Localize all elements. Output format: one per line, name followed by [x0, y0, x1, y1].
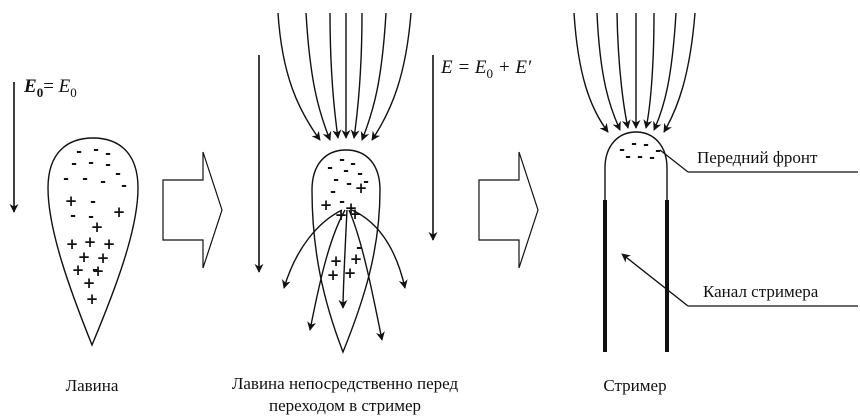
head-charge-plus: +: [327, 266, 340, 284]
head-charge-plus: +: [355, 179, 368, 197]
front-charge-minus: -: [637, 149, 643, 165]
head-charge-plus: +: [344, 264, 357, 282]
channel-pointer-arrow: [622, 254, 688, 306]
avalanche-charge-minus: -: [63, 171, 69, 187]
head-charge-plus: +: [335, 206, 348, 224]
caption-avalanche-before-2: переходом в стример: [180, 396, 510, 416]
front-charge-minus: -: [625, 149, 631, 165]
avalanche-charge-minus: -: [121, 178, 127, 194]
front-charge-minus: -: [655, 143, 661, 159]
head-charge-minus: -: [346, 176, 352, 192]
front-charges: -------: [619, 136, 661, 166]
avalanche-charge-minus: -: [71, 156, 77, 172]
front-label: Передний фронт: [697, 148, 817, 168]
caption-avalanche: Лавина: [42, 376, 142, 396]
avalanche-charge-minus: -: [105, 157, 111, 173]
avalanche-charge-minus: -: [70, 208, 76, 224]
head-charge-plus: +: [349, 205, 362, 223]
channel-label: Канал стримера: [703, 282, 818, 302]
avalanche-charge-minus: -: [88, 155, 94, 171]
avalanche-charge-minus: -: [90, 194, 96, 210]
field-label-e-total: E = E0 + E′: [441, 57, 531, 82]
avalanche-charges: -----------+-+--+++++++-+++: [63, 142, 127, 308]
avalanche-charge-minus: -: [82, 171, 88, 187]
transition-arrow-2: [479, 152, 538, 268]
streamer-field-lines: [574, 13, 695, 132]
avalanche-head-charges: ---------++-+++-++++: [320, 152, 369, 284]
field-label-e0: E0= E0: [24, 76, 77, 101]
avalanche-charge-plus: +: [113, 203, 126, 221]
front-pointer-line: [660, 150, 688, 172]
transition-arrow-1: [163, 152, 222, 268]
avalanche-charge-minus: -: [93, 142, 99, 158]
converging-field-lines: [278, 13, 411, 140]
avalanche-charge-plus: +: [66, 235, 79, 253]
avalanche-charge-minus: -: [76, 144, 82, 160]
caption-streamer: Стример: [580, 376, 690, 396]
avalanche-charge-plus: +: [86, 290, 99, 308]
head-charge-plus: +: [320, 196, 333, 214]
avalanche-charge-minus: -: [100, 174, 106, 190]
front-charge-minus: -: [649, 150, 655, 166]
head-charge-minus: -: [350, 156, 356, 172]
caption-avalanche-before: Лавина непосредственно перед: [180, 374, 510, 394]
